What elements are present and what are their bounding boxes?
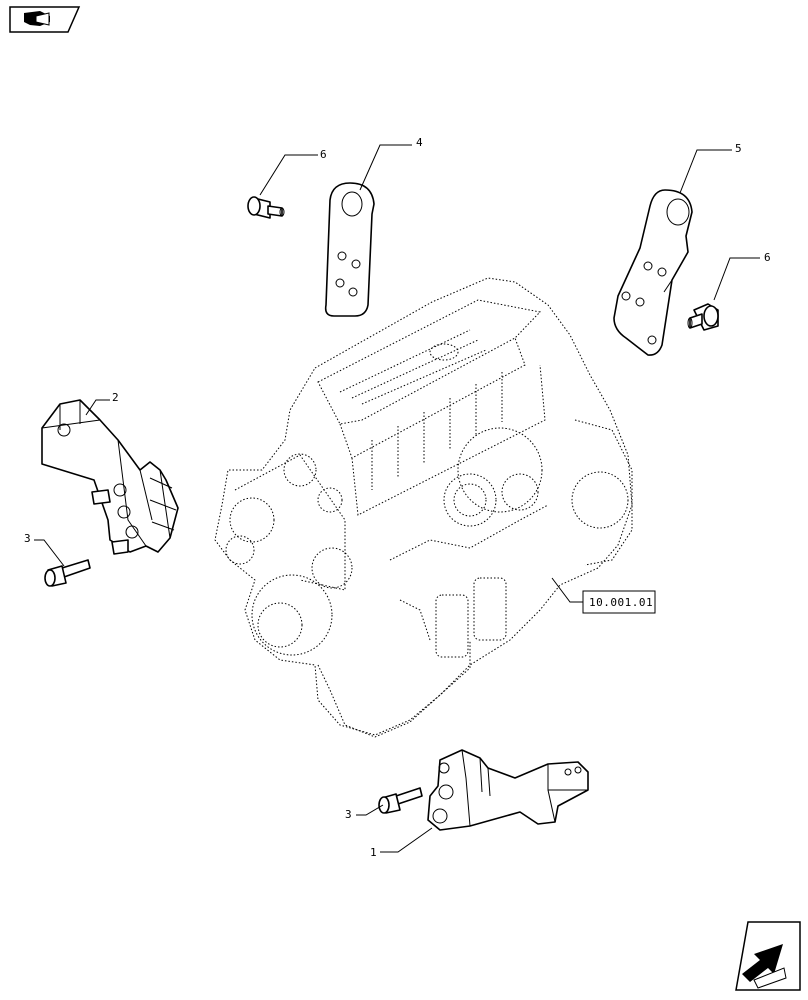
callout-2: 2 — [112, 391, 119, 404]
lifting-bracket-rear[interactable] — [613, 189, 693, 356]
engine-assembly — [214, 277, 633, 738]
reference-link[interactable]: 10.001.01 — [582, 590, 656, 614]
callout-6-right: 6 — [764, 251, 771, 264]
callout-3-left: 3 — [24, 532, 31, 545]
leader-lines — [34, 144, 760, 853]
callout-labels: 6 4 5 6 2 3 3 1 — [24, 136, 771, 859]
callout-6-left: 6 — [320, 148, 327, 161]
callout-4: 4 — [416, 136, 423, 149]
hex-screw-bottom[interactable] — [378, 787, 423, 814]
callout-3-bottom: 3 — [345, 808, 352, 821]
lifting-bracket-front[interactable] — [324, 182, 375, 317]
catalog-book-icon[interactable] — [9, 6, 81, 33]
engine-support-rear[interactable] — [427, 749, 589, 831]
engine-support-front[interactable] — [41, 399, 179, 555]
flange-bolt-right[interactable] — [687, 303, 719, 331]
next-page-arrow-icon[interactable] — [735, 921, 801, 991]
callout-1: 1 — [370, 846, 377, 859]
callout-5: 5 — [735, 142, 742, 155]
flange-bolt-left[interactable] — [247, 196, 285, 219]
reference-label: 10.001.01 — [589, 596, 653, 609]
hex-screw-left[interactable] — [44, 559, 91, 587]
